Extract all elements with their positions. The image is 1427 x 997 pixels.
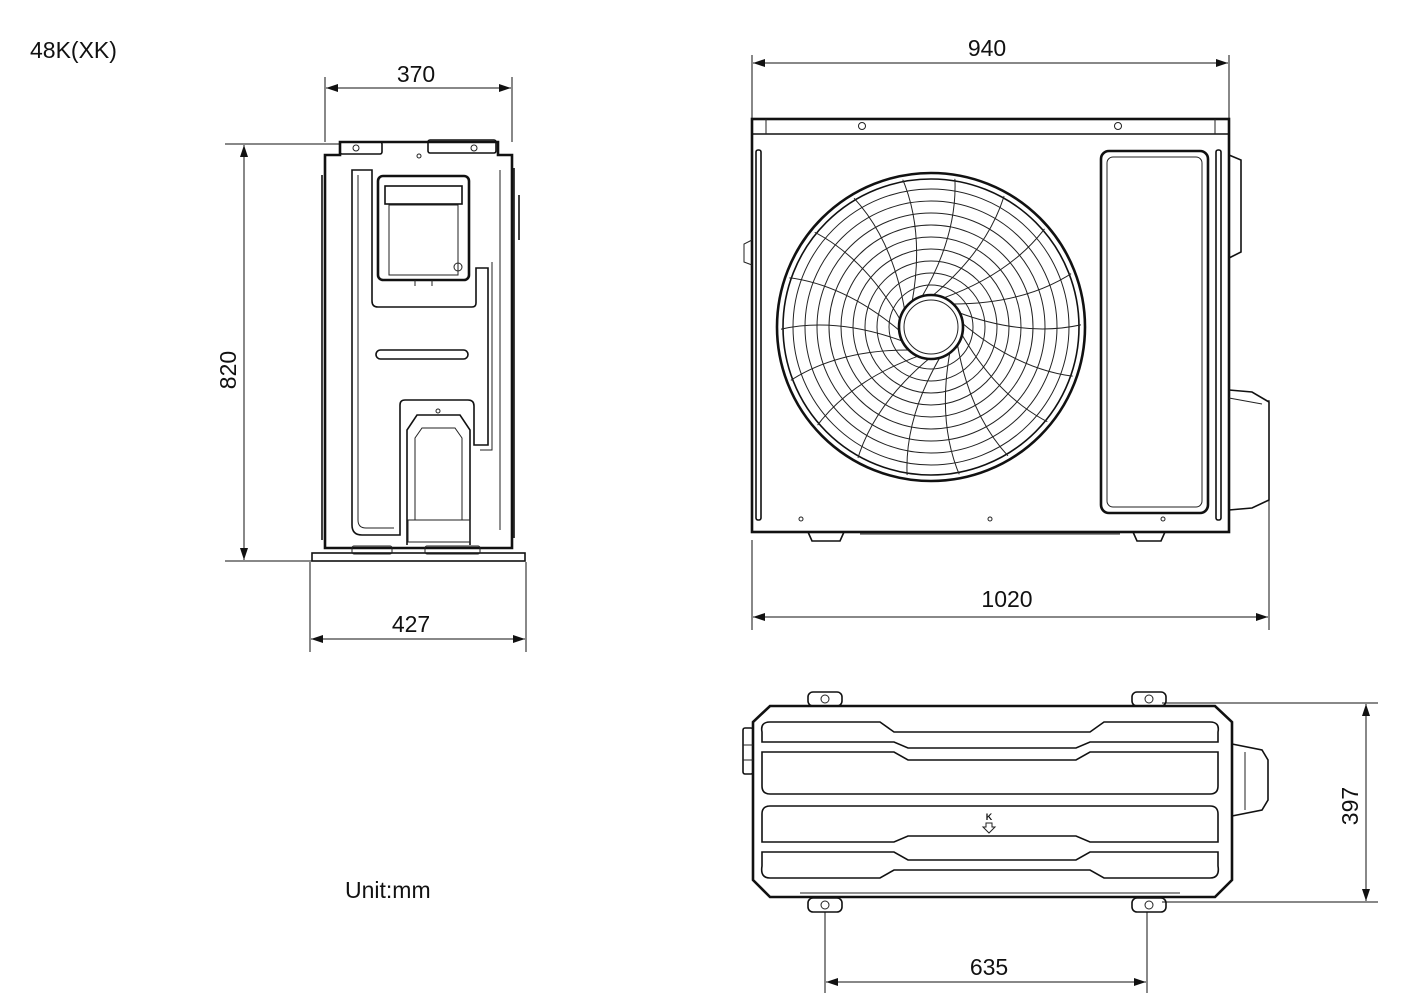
- dim-front-overall-width: 1020: [751, 400, 1270, 630]
- model-label: 48K(XK): [30, 37, 117, 63]
- side-unit-outline: [311, 139, 526, 562]
- dim-side-height: 820: [215, 143, 340, 562]
- dim-top-foot-spacing-label: 635: [970, 954, 1008, 980]
- dim-top-depth: 397: [1162, 702, 1378, 903]
- down-arrow-icon: [981, 822, 997, 834]
- front-unit-outline: [743, 117, 1270, 542]
- unit-label: Unit:mm: [345, 877, 431, 903]
- top-unit-outline: K: [742, 691, 1269, 913]
- front-view: 940 1020: [743, 35, 1270, 630]
- dim-top-depth-label: 397: [1337, 787, 1363, 825]
- dim-front-top-width-label: 940: [968, 35, 1006, 61]
- dim-side-base-width: 427: [309, 562, 527, 652]
- dim-front-overall-width-label: 1020: [981, 586, 1032, 612]
- dim-top-foot-spacing: 635: [824, 912, 1148, 993]
- dim-side-base-width-label: 427: [392, 611, 430, 637]
- top-view: 397 635: [742, 691, 1378, 993]
- dim-front-top-width: 940: [751, 35, 1230, 118]
- top-view-marker-label: K: [986, 812, 993, 822]
- dim-side-top-width: 370: [324, 61, 513, 142]
- side-view: 370 820 427: [215, 61, 527, 652]
- dim-side-top-width-label: 370: [397, 61, 435, 87]
- dim-side-height-label: 820: [215, 351, 241, 389]
- fan-grille: [775, 171, 1087, 483]
